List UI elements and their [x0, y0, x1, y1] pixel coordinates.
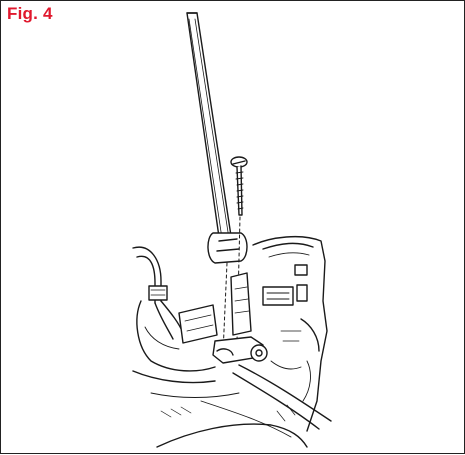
figure-label: Fig. 4: [1, 1, 61, 27]
lever-rod: [186, 12, 248, 264]
bolt: [222, 156, 248, 354]
cable-hose: [132, 246, 184, 340]
transmission-assembly: [132, 236, 332, 448]
